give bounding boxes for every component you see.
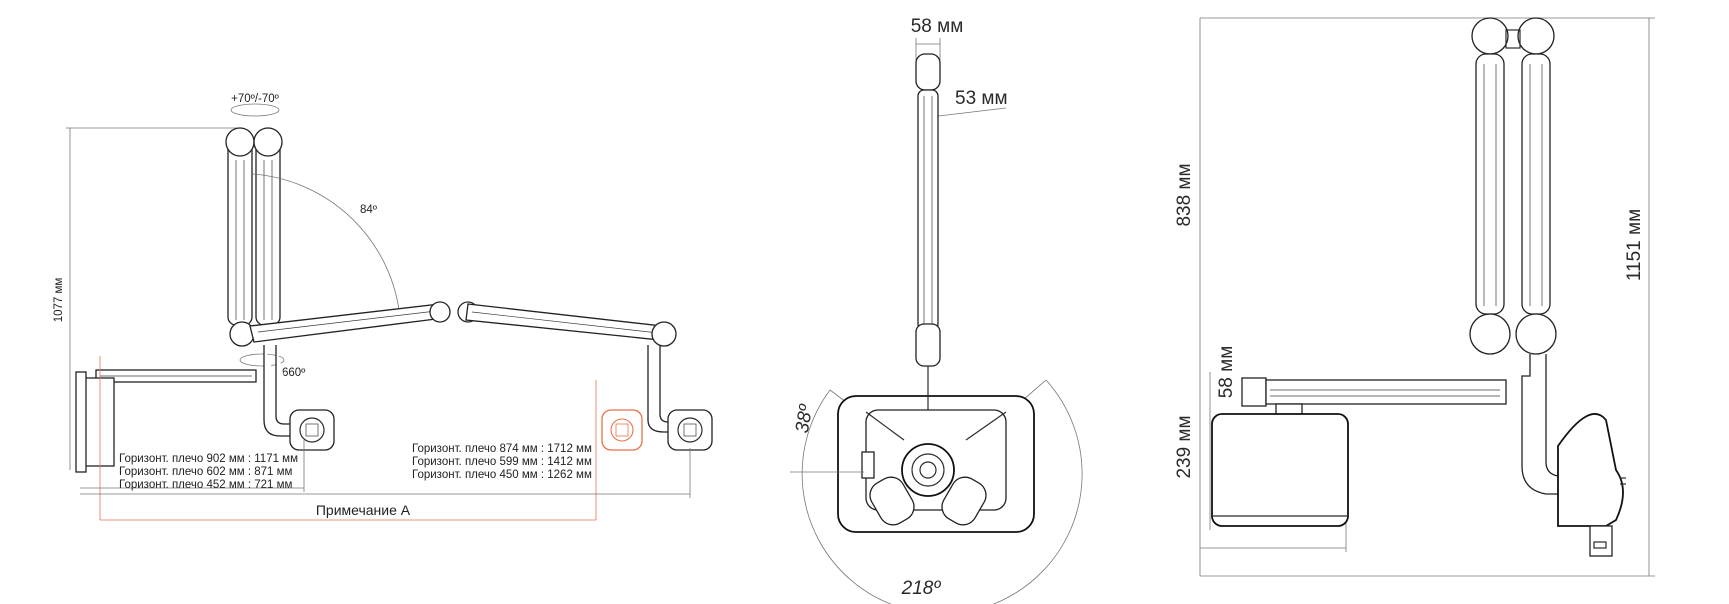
vertical-arm-right <box>1521 53 1551 315</box>
rotation-arc <box>801 379 1083 604</box>
rotation-indicator <box>230 103 280 117</box>
lower-joint <box>915 323 941 367</box>
box-label-small: 58 мм <box>1216 346 1237 399</box>
reach-short-2: Горизонт. плечо 602 мм : 871 мм <box>119 466 293 478</box>
note-label: Примечание А <box>316 502 411 518</box>
lower-joint-left <box>1469 313 1511 355</box>
tube-head-right <box>667 409 713 451</box>
reach-long-3: Горизонт. плечо 450 мм : 1262 мм <box>412 469 592 481</box>
left-view: 1077 мм +70º/-70º 84º <box>53 93 713 521</box>
angle-arc <box>251 173 401 319</box>
top-joint-left <box>1471 17 1509 55</box>
tube-head-ghost <box>601 409 643 451</box>
top-cap <box>915 53 941 91</box>
top-joint-left <box>225 127 255 157</box>
head-top-view <box>901 443 955 497</box>
vertical-arm-left <box>227 139 253 326</box>
arm-bracket-left <box>869 476 915 526</box>
height-label: 1077 мм <box>53 278 65 323</box>
total-height-label: 1151 мм <box>1624 209 1645 281</box>
reach-short-3: Горизонт. плечо 452 мм : 721 мм <box>119 479 293 491</box>
top-joint-right <box>1517 17 1555 55</box>
angle-label: 84º <box>360 204 378 216</box>
top-width-label: 58 мм <box>911 16 964 37</box>
reach-long-1: Горизонт. плечо 874 мм : 1712 мм <box>412 443 592 455</box>
vertical-label: 838 мм <box>1174 163 1195 226</box>
reach-short-1: Горизонт. плечо 902 мм : 1171 мм <box>119 453 298 465</box>
arm-width-label: 53 мм <box>955 88 1008 109</box>
middle-view: 58 мм 53 мм 38º 218º <box>790 16 1083 604</box>
reach-long-2: Горизонт. плечо 599 мм : 1412 мм <box>412 456 592 468</box>
box-height-label: 239 мм <box>1174 415 1195 478</box>
tube-head <box>1557 413 1624 527</box>
swivel-indicator <box>239 353 285 367</box>
horizontal-arm <box>1265 379 1507 405</box>
rotation-label: +70º/-70º <box>231 93 280 105</box>
arm-mount-cap <box>1241 377 1267 407</box>
diagonal-arm-2 <box>465 303 663 341</box>
vertical-arm-left <box>1475 53 1505 315</box>
top-joint-right <box>253 127 283 157</box>
wall-mount <box>83 377 115 467</box>
arm-bracket-right <box>941 476 987 526</box>
wrist-joint-right <box>651 321 677 347</box>
lower-joint-right <box>1515 313 1557 355</box>
vertical-arm <box>917 89 939 331</box>
collimator <box>1589 525 1613 557</box>
left-angle-label: 38º <box>792 402 818 434</box>
bottom-angle-label: 218º <box>901 578 942 599</box>
right-view: 838 мм 1151 мм 58 мм 239 мм <box>1174 17 1655 577</box>
swivel-label: 660º <box>282 367 306 379</box>
tube-head-left <box>289 409 335 451</box>
wall-plate <box>75 371 87 473</box>
wall-box <box>1211 413 1349 527</box>
vertical-arm-right <box>255 139 281 326</box>
elbow-joint-1 <box>429 301 451 323</box>
